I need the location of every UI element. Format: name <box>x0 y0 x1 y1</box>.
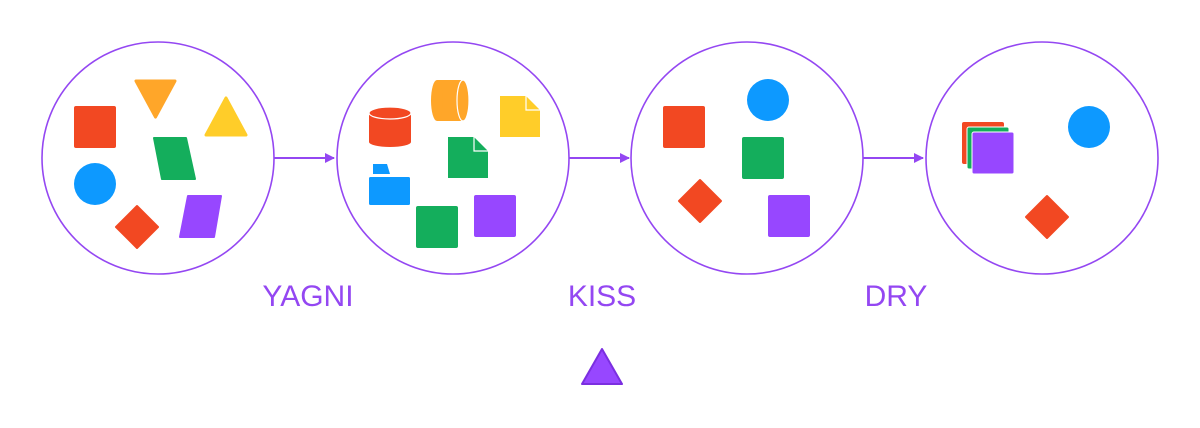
blue-circle-icon <box>74 163 116 205</box>
blue-folder-icon <box>369 164 410 205</box>
blue-circle-icon <box>747 79 789 121</box>
stage-2-shapes <box>368 79 540 248</box>
green-square-icon <box>416 206 458 248</box>
orange-inverted-triangle-icon <box>134 79 177 119</box>
stage-3-shapes <box>663 79 810 237</box>
orange-cylinder-icon <box>431 79 470 122</box>
green-document-icon <box>448 137 488 178</box>
red-diamond-icon <box>1025 195 1069 239</box>
step-label-yagni: YAGNI <box>262 280 354 313</box>
red-diamond-icon <box>115 205 159 249</box>
red-square-icon <box>663 106 705 148</box>
purple-square-icon <box>474 195 516 237</box>
stage-4-shapes <box>962 106 1110 239</box>
step-label-dry: DRY <box>864 280 928 313</box>
stage-1-shapes <box>74 79 248 249</box>
purple-triangle-icon <box>581 348 623 385</box>
purple-parallelogram-icon <box>179 195 222 238</box>
red-diamond-icon <box>678 179 722 223</box>
blue-circle-icon <box>1068 106 1110 148</box>
stage-circle-4 <box>925 41 1159 275</box>
green-parallelogram-icon <box>153 137 196 180</box>
yellow-triangle-icon <box>204 96 248 137</box>
step-label-kiss: KISS <box>567 280 637 313</box>
green-square-icon <box>742 137 784 179</box>
red-square-icon <box>74 106 116 148</box>
yellow-document-icon <box>500 96 540 137</box>
red-cylinder-icon <box>368 106 412 147</box>
stacked-squares-icon <box>962 122 1015 175</box>
purple-square-icon <box>768 195 810 237</box>
